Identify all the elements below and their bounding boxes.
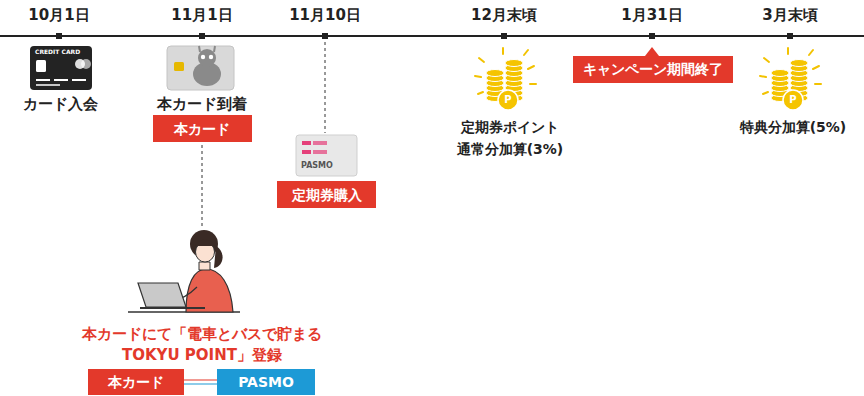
date-label: 3月末頃 [762, 5, 817, 25]
timeline-axis [0, 35, 864, 37]
date-label: 10月1日 [28, 5, 89, 25]
credit-card-icon [81, 59, 91, 69]
main-card-icon [167, 46, 234, 90]
double-link [184, 380, 217, 384]
person-at-laptop [199, 262, 210, 270]
leader-line [325, 42, 326, 133]
timeline-marker [199, 33, 205, 39]
timeline-marker [501, 33, 507, 39]
credit-card-icon [36, 84, 60, 86]
link-line [184, 383, 217, 384]
coin-icon [475, 48, 536, 110]
card-print: CREDIT CARD [35, 48, 80, 56]
date-label: 11月10日 [289, 5, 361, 25]
credit-card-icon [54, 79, 68, 81]
pasmo-card-icon [302, 141, 311, 145]
credit-card-icon [36, 60, 46, 72]
card-box: PASMO [217, 369, 315, 395]
person-at-laptop [214, 246, 223, 268]
coin-icon [760, 48, 821, 110]
main-card-icon [201, 55, 205, 59]
timeline-marker [787, 33, 793, 39]
credit-card-icon [30, 46, 92, 90]
pasmo-card-icon [296, 135, 357, 176]
pasmo-card-icon [296, 135, 357, 176]
timeline-marker [56, 33, 793, 39]
callout-box: キャンペーン期間終了 [573, 56, 733, 83]
timeline-marker [322, 33, 328, 39]
main-card-icon [199, 46, 215, 52]
pasmo-card-icon [302, 150, 311, 154]
date-badge: 定期券購入 [277, 181, 376, 208]
credit-card-icon [72, 79, 86, 81]
box-text: 定期券購入 [292, 186, 362, 204]
card-box: 本カード [88, 369, 184, 395]
date-label: 1月31日 [621, 5, 682, 25]
box-text: キャンペーン期間終了 [583, 60, 723, 78]
card-print: PASMO [301, 161, 333, 171]
box-text: 本カード [174, 120, 230, 138]
main-card-icon [209, 55, 213, 59]
pasmo-card-icon [313, 141, 327, 145]
event-label: 定期券ポイント 通常分加算(3%) [445, 116, 575, 160]
credit-card-icon [36, 79, 50, 81]
timeline-marker [56, 33, 62, 39]
box-text: 本カード [108, 373, 164, 391]
link-line [184, 379, 217, 380]
person-at-laptop [138, 283, 186, 307]
person-at-laptop [195, 240, 215, 246]
event-label: 特典分加算(5%) [740, 116, 847, 138]
date-label: 11月1日 [171, 5, 232, 25]
main-card-icon [167, 46, 234, 90]
coin-mark: P [504, 94, 511, 106]
date-badge: 本カード [153, 115, 252, 142]
coin-mark: P [789, 94, 796, 106]
person-at-laptop [140, 307, 205, 309]
event-label: 本カード到着 [157, 94, 247, 114]
person-at-laptop [128, 230, 240, 312]
event-label: カード入会 [23, 94, 98, 114]
credit-card-icon [30, 46, 92, 90]
box-text: PASMO [238, 373, 294, 391]
leader-line [202, 145, 203, 228]
main-card-icon [174, 62, 184, 71]
pasmo-card-icon [313, 150, 327, 154]
timeline-marker [649, 33, 655, 39]
note-text: 本カードにて「電車とバスで貯まる TOKYU POINT」登録 [71, 324, 333, 366]
date-label: 12月末頃 [471, 5, 537, 25]
